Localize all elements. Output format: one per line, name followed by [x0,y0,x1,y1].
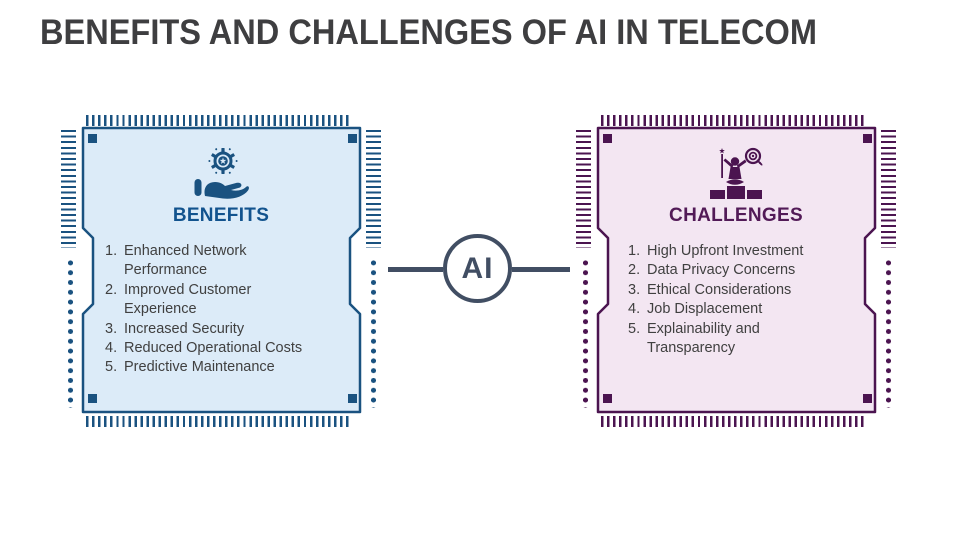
list-item-text: Enhanced Network Performance [124,243,247,279]
hand-holding-gear-icon [194,148,249,199]
list-number: 5. [105,359,118,376]
corner-square [603,134,612,143]
list-item-text: Predictive Maintenance [124,359,275,376]
list-item-text: Data Privacy Concerns [647,262,796,279]
pin-ticks-top [601,115,867,126]
list-item-text: Reduced Operational Costs [124,340,303,357]
list-number: 3. [105,320,118,337]
list-item-text: Ethical Considerations [647,281,792,298]
connector-line-left [388,266,443,272]
connector-line-right [512,266,570,272]
ai-hub-circle: AI [443,234,512,303]
list-number: 4. [105,340,118,357]
list-item-text: Increased Security [124,320,245,337]
corner-square [863,394,872,403]
pin-ticks-bottom [601,416,867,427]
pin-bars-left [576,130,591,248]
list-number: 1. [628,243,641,259]
pin-bars-right [366,130,381,248]
list-item-text: Explainability and Transparency [647,320,760,357]
dots-column-right [369,258,377,408]
pin-ticks-top [86,115,352,126]
list-item-text: High Upfront Investment [647,243,804,259]
challenges-panel: CHALLENGES 1. High Upfront Investment 2.… [573,113,899,429]
corner-square [88,134,97,143]
corner-square [348,394,357,403]
list-number: 1. [105,243,118,259]
dots-column-left [66,258,74,408]
ai-hub-label: AI [461,251,494,285]
benefits-list: 1. Enhanced Network Performance 2. Impro… [105,242,345,378]
pin-bars-left [61,130,76,248]
benefits-panel: BENEFITS 1. Enhanced Network Performance… [58,113,384,429]
list-item-text: Improved Customer Experience [124,281,252,318]
corner-square [603,394,612,403]
benefits-title: BENEFITS [172,205,270,226]
list-number: 3. [628,281,641,298]
corner-square [88,394,97,403]
challenges-list: 1. High Upfront Investment 2. Data Priva… [628,242,868,358]
person-flag-target-icon [710,147,763,199]
pin-bars-right [881,130,896,248]
list-item-text: Job Displacement [647,301,763,318]
panel-frame [596,126,877,414]
slide-title: BENEFITS AND CHALLENGES OF AI IN TELECOM [40,13,818,52]
dots-column-right [884,258,892,408]
list-number: 2. [628,262,641,279]
challenges-title: CHALLENGES [669,205,803,226]
corner-square [863,134,872,143]
pin-ticks-bottom [86,416,352,427]
list-number: 4. [628,301,641,318]
list-number: 5. [628,320,641,337]
dots-column-left [581,258,589,408]
panel-frame [81,126,362,414]
list-number: 2. [105,281,118,298]
corner-square [348,134,357,143]
